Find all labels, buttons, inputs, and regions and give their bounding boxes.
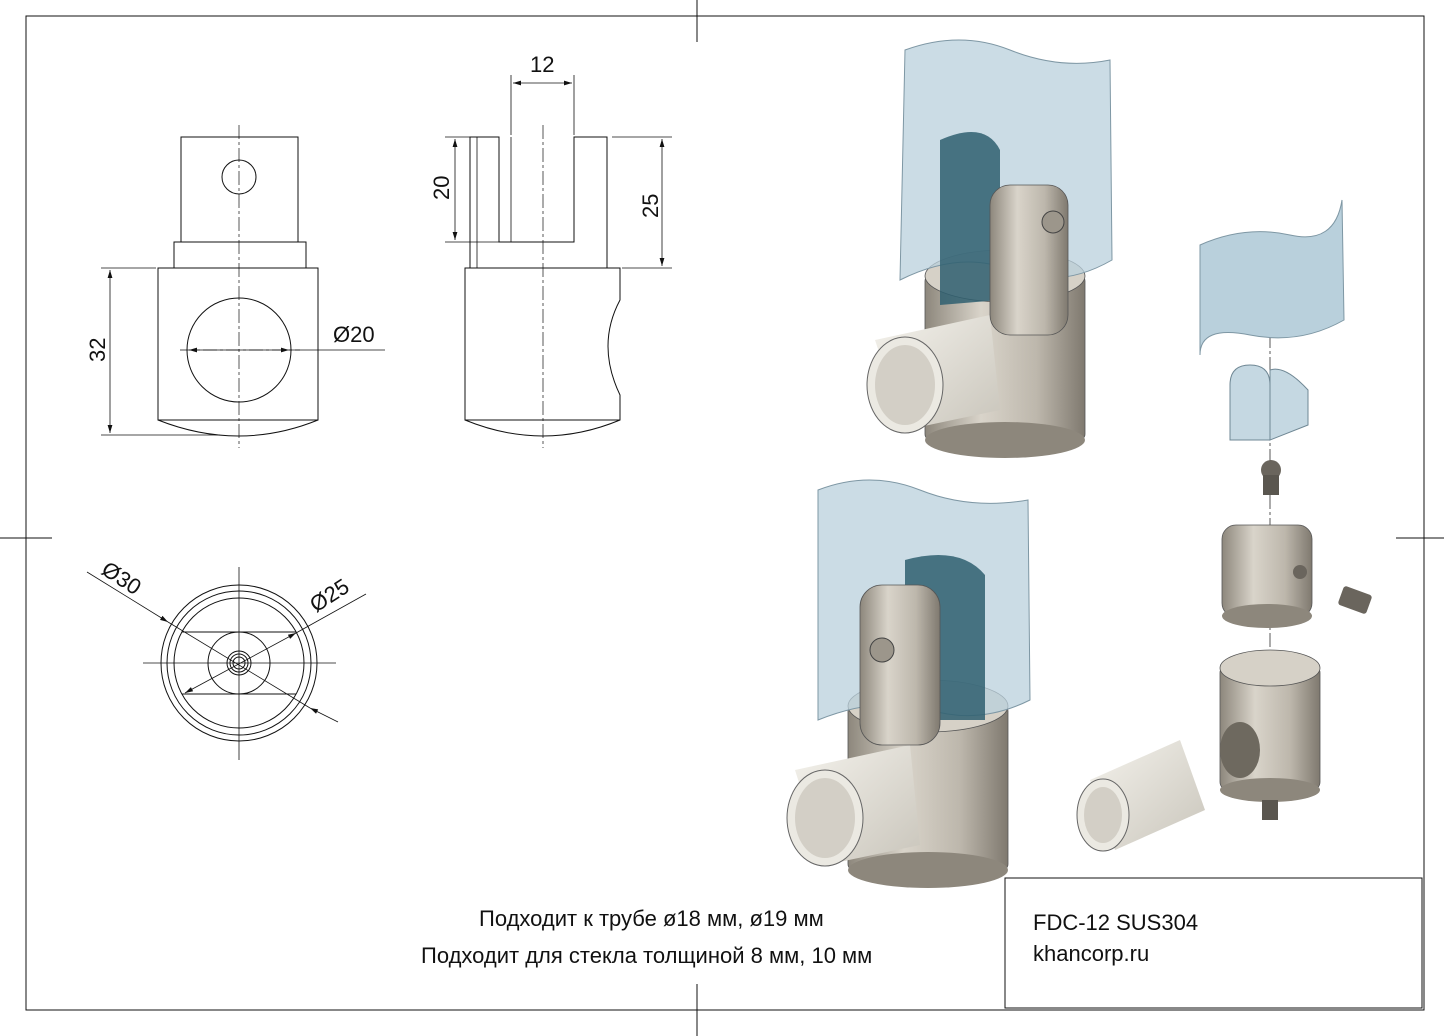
dim-head-height: 25 (638, 194, 663, 218)
side-view: 12 20 25 (429, 52, 672, 448)
render-assembled-bottom (786, 479, 1031, 888)
dim-slot-depth: 20 (429, 176, 454, 200)
render-exploded (1076, 199, 1372, 852)
dim-front-bore: Ø20 (333, 322, 375, 347)
dim-inner-diameter: Ø25 (305, 574, 353, 618)
render-assembled-top (866, 39, 1113, 458)
note-glass-thickness: Подходит для стекла толщиной 8 мм, 10 мм (421, 943, 873, 968)
note-pipe-compatibility: Подходит к трубе ø18 мм, ø19 мм (479, 906, 824, 931)
dim-front-height: 32 (85, 338, 110, 362)
title-block-border (1004, 877, 1423, 1009)
title-website: khancorp.ru (1033, 941, 1150, 966)
top-view: Ø30 Ø25 (86, 556, 367, 760)
title-part-number: FDC-12 SUS304 (1033, 910, 1199, 935)
front-view: 32 Ø20 (85, 125, 385, 448)
dim-slot-width: 12 (530, 52, 554, 77)
